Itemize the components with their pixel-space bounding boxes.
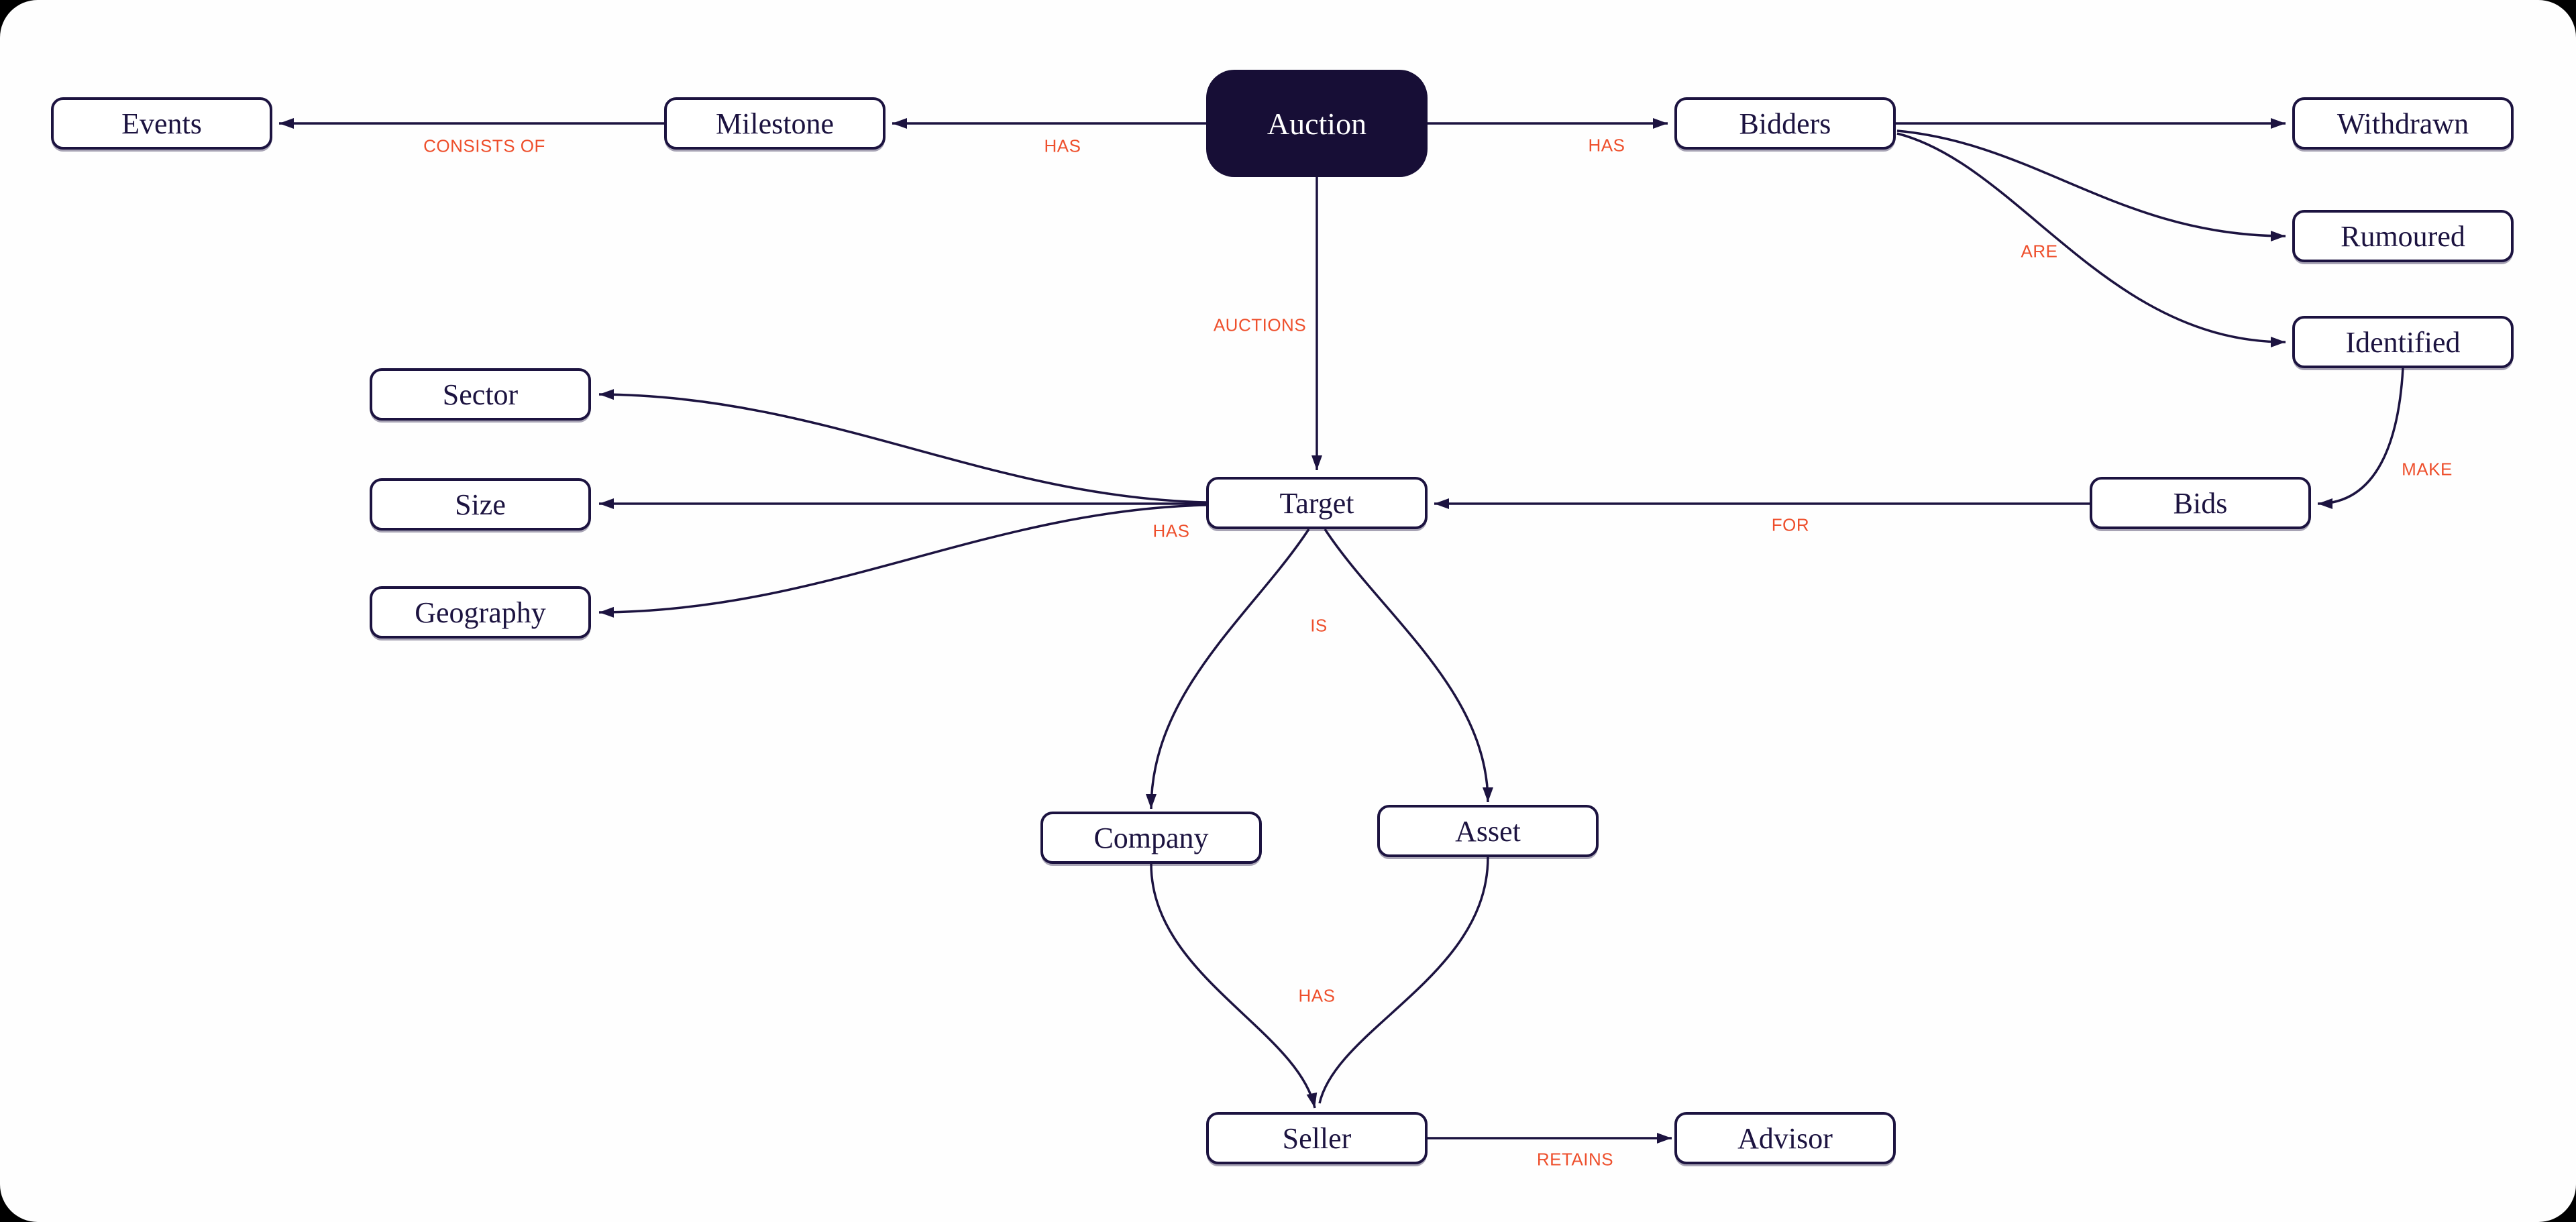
node-withdrawn[interactable]: Withdrawn — [2292, 97, 2514, 150]
edge-label-milestone-events: CONSISTS OF — [423, 135, 545, 156]
node-bidders[interactable]: Bidders — [1674, 97, 1896, 150]
edge-label-auction-milestone: HAS — [1044, 135, 1081, 156]
node-geography[interactable]: Geography — [370, 586, 591, 638]
edge-identified-bids — [2317, 368, 2404, 509]
edge-label-identified-bids: MAKE — [2402, 459, 2453, 480]
edge-label-company-seller: HAS — [1298, 985, 1336, 1006]
edge-target-sector — [598, 389, 1207, 504]
edge-target-company — [1146, 529, 1310, 810]
node-milestone[interactable]: Milestone — [664, 97, 885, 150]
node-target[interactable]: Target — [1206, 477, 1428, 529]
node-asset[interactable]: Asset — [1377, 805, 1599, 857]
edge-label-bidders-identified: ARE — [2021, 241, 2058, 262]
edge-label-seller-advisor: RETAINS — [1536, 1149, 1614, 1170]
node-sector[interactable]: Sector — [370, 368, 591, 421]
node-advisor[interactable]: Advisor — [1674, 1112, 1896, 1164]
edge-label-auction-bidders: HAS — [1588, 135, 1625, 156]
node-size[interactable]: Size — [370, 478, 591, 531]
node-rumoured[interactable]: Rumoured — [2292, 210, 2514, 262]
edge-label-target-size: HAS — [1152, 520, 1190, 541]
edge-label-target-company: IS — [1310, 615, 1328, 636]
node-seller[interactable]: Seller — [1206, 1112, 1428, 1164]
edge-bidders-rumoured — [1896, 129, 2286, 241]
edge-company-seller — [1150, 863, 1318, 1109]
node-events[interactable]: Events — [51, 97, 272, 150]
edge-bidders-identified — [1896, 132, 2286, 347]
edge-label-bids-target: FOR — [1771, 514, 1810, 535]
edge-label-auction-target: AUCTIONS — [1213, 315, 1307, 335]
node-company[interactable]: Company — [1040, 812, 1262, 864]
edge-target-geography — [598, 504, 1207, 618]
node-bids[interactable]: Bids — [2090, 477, 2311, 529]
node-auction[interactable]: Auction — [1206, 70, 1428, 177]
edge-target-asset — [1324, 529, 1493, 803]
edge-asset-seller — [1318, 856, 1489, 1104]
node-identified[interactable]: Identified — [2292, 316, 2514, 368]
